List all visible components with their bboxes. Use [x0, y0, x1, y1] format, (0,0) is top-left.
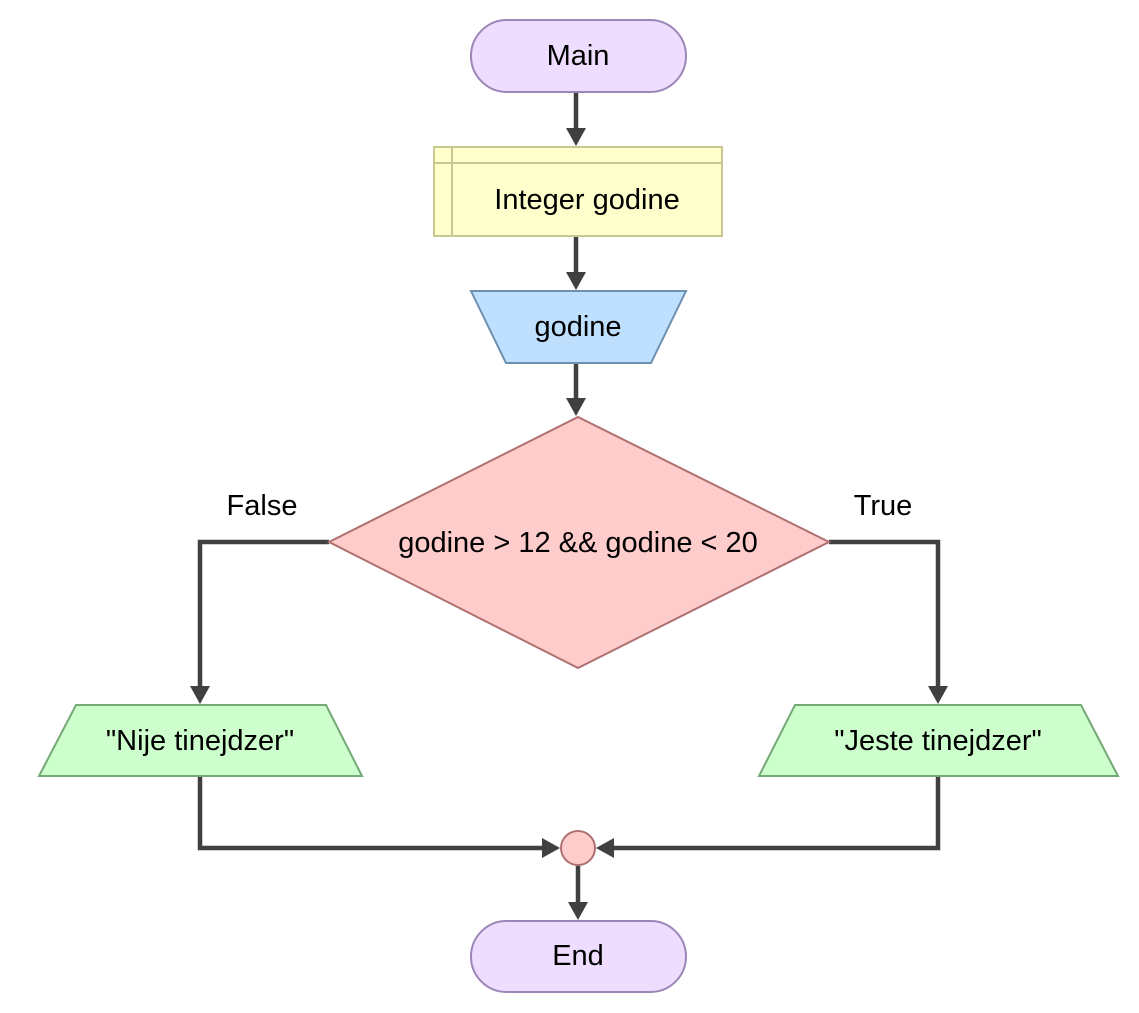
connector-true-output-to-merge: [612, 776, 941, 851]
decision-block-shape: [326, 415, 832, 670]
decision-block-label: godine > 12 && godine < 20: [398, 527, 758, 559]
start-terminal-label: Main: [547, 40, 610, 72]
input-block-label: godine: [534, 311, 621, 343]
connector-condition-to-true-output: [829, 539, 941, 688]
arrowhead-condition: [566, 398, 586, 416]
true-output-block-shape: [757, 704, 1120, 777]
start-terminal-shape: [470, 19, 687, 93]
arrowhead-merge-left: [542, 838, 560, 858]
arrowhead-true-output: [928, 686, 948, 704]
connectors: [190, 92, 948, 920]
true-branch-label: True: [854, 490, 913, 522]
end-terminal[interactable]: End: [470, 920, 687, 993]
true-output-block[interactable]: "Jeste tinejdzer": [757, 704, 1120, 777]
declare-block-label: Integer godine: [494, 184, 679, 216]
connector-false-output-to-merge: [197, 776, 544, 851]
declare-block-shape: [433, 146, 723, 237]
true-output-block-label: "Jeste tinejdzer": [834, 725, 1042, 757]
end-terminal-shape: [470, 920, 687, 993]
input-block[interactable]: godine: [469, 290, 688, 364]
arrowhead-end: [568, 902, 588, 920]
declare-block[interactable]: Integer godine: [433, 146, 723, 237]
input-block-shape: [469, 290, 688, 364]
arrowhead-merge-right: [596, 838, 614, 858]
false-output-block[interactable]: "Nije tinejdzer": [37, 704, 364, 777]
arrowhead-false-output: [190, 686, 210, 704]
end-terminal-label: End: [552, 940, 604, 972]
connector-condition-to-false-output: [197, 539, 329, 688]
decision-block[interactable]: godine > 12 && godine < 20: [326, 415, 832, 670]
false-output-block-label: "Nije tinejdzer": [106, 725, 294, 757]
false-output-block-shape: [37, 704, 364, 777]
merge-junction[interactable]: [560, 830, 596, 866]
start-terminal[interactable]: Main: [470, 19, 687, 93]
arrowhead-declare: [566, 128, 586, 146]
false-branch-label: False: [227, 490, 298, 522]
arrowhead-input: [566, 272, 586, 290]
